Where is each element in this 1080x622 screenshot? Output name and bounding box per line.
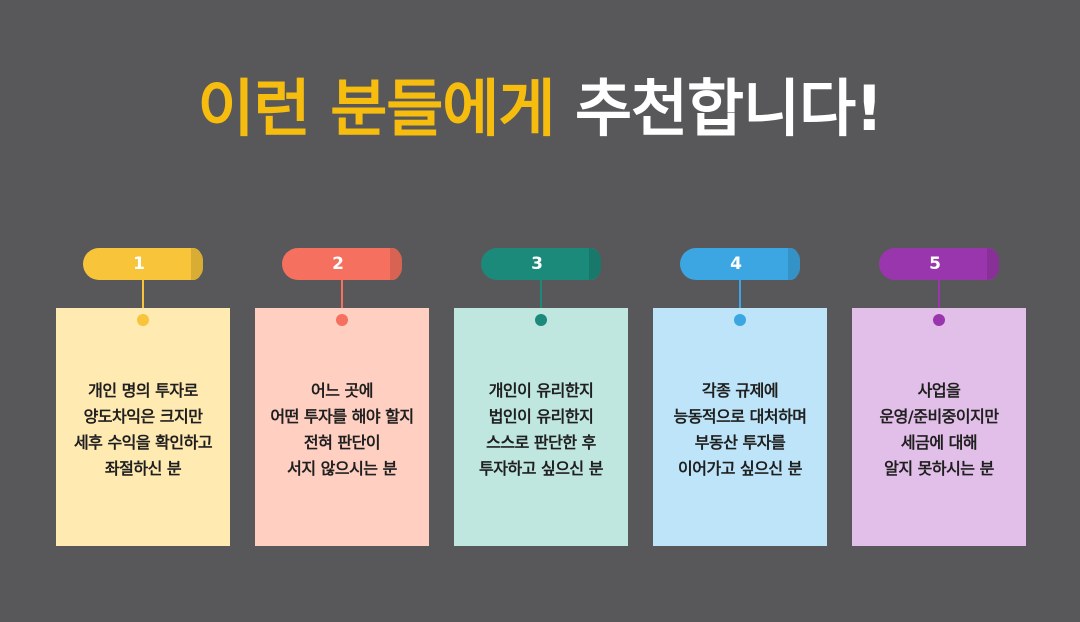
pin-dot — [933, 314, 945, 326]
item-number: 1 — [133, 254, 145, 274]
number-tab: 3 — [481, 248, 601, 280]
item-number: 3 — [531, 254, 543, 274]
item-number: 4 — [730, 254, 742, 274]
tab-end-cap — [987, 248, 999, 280]
item-number: 5 — [929, 254, 941, 274]
connector-line — [938, 280, 940, 316]
card-text: 개인 명의 투자로 양도차익은 크지만 세후 수익을 확인하고 좌절하신 분 — [73, 381, 213, 478]
recommendation-card: 사업을 운영/준비중이지만 세금에 대해 알지 못하시는 분 — [852, 308, 1026, 546]
title-highlight: 이런 분들에게 — [197, 72, 556, 145]
recommendation-card: 개인이 유리한지 법인이 유리한지 스스로 판단한 후 투자하고 싶으신 분 — [454, 308, 628, 546]
recommendation-card: 어느 곳에 어떤 투자를 해야 할지 전혀 판단이 서지 않으시는 분 — [255, 308, 429, 546]
number-tab: 4 — [680, 248, 800, 280]
tab-end-cap — [191, 248, 203, 280]
recommendation-item-1: 1 개인 명의 투자로 양도차익은 크지만 세후 수익을 확인하고 좌절하신 분 — [56, 248, 230, 548]
connector-line — [142, 280, 144, 316]
pin-dot — [336, 314, 348, 326]
recommendation-item-2: 2 어느 곳에 어떤 투자를 해야 할지 전혀 판단이 서지 않으시는 분 — [255, 248, 429, 548]
card-text: 각종 규제에 능동적으로 대처하며 부동산 투자를 이어가고 싶으신 분 — [673, 381, 807, 478]
number-tab: 2 — [282, 248, 402, 280]
connector-line — [540, 280, 542, 316]
connector-line — [341, 280, 343, 316]
card-text: 사업을 운영/준비중이지만 세금에 대해 알지 못하시는 분 — [879, 381, 999, 478]
title-rest: 추천합니다! — [574, 72, 883, 145]
pin-dot — [734, 314, 746, 326]
recommendation-card: 개인 명의 투자로 양도차익은 크지만 세후 수익을 확인하고 좌절하신 분 — [56, 308, 230, 546]
number-tab: 1 — [83, 248, 203, 280]
card-text: 어느 곳에 어떤 투자를 해야 할지 전혀 판단이 서지 않으시는 분 — [270, 381, 414, 478]
tab-end-cap — [788, 248, 800, 280]
pin-dot — [535, 314, 547, 326]
card-text: 개인이 유리한지 법인이 유리한지 스스로 판단한 후 투자하고 싶으신 분 — [479, 381, 603, 478]
pin-dot — [137, 314, 149, 326]
tab-end-cap — [589, 248, 601, 280]
connector-line — [739, 280, 741, 316]
page-title: 이런 분들에게 추천합니다! — [0, 58, 1080, 148]
recommendation-item-4: 4 각종 규제에 능동적으로 대처하며 부동산 투자를 이어가고 싶으신 분 — [653, 248, 827, 548]
number-tab: 5 — [879, 248, 999, 280]
recommendation-item-3: 3 개인이 유리한지 법인이 유리한지 스스로 판단한 후 투자하고 싶으신 분 — [454, 248, 628, 548]
item-number: 2 — [332, 254, 344, 274]
tab-end-cap — [390, 248, 402, 280]
recommendation-card: 각종 규제에 능동적으로 대처하며 부동산 투자를 이어가고 싶으신 분 — [653, 308, 827, 546]
recommendation-item-5: 5 사업을 운영/준비중이지만 세금에 대해 알지 못하시는 분 — [852, 248, 1026, 548]
